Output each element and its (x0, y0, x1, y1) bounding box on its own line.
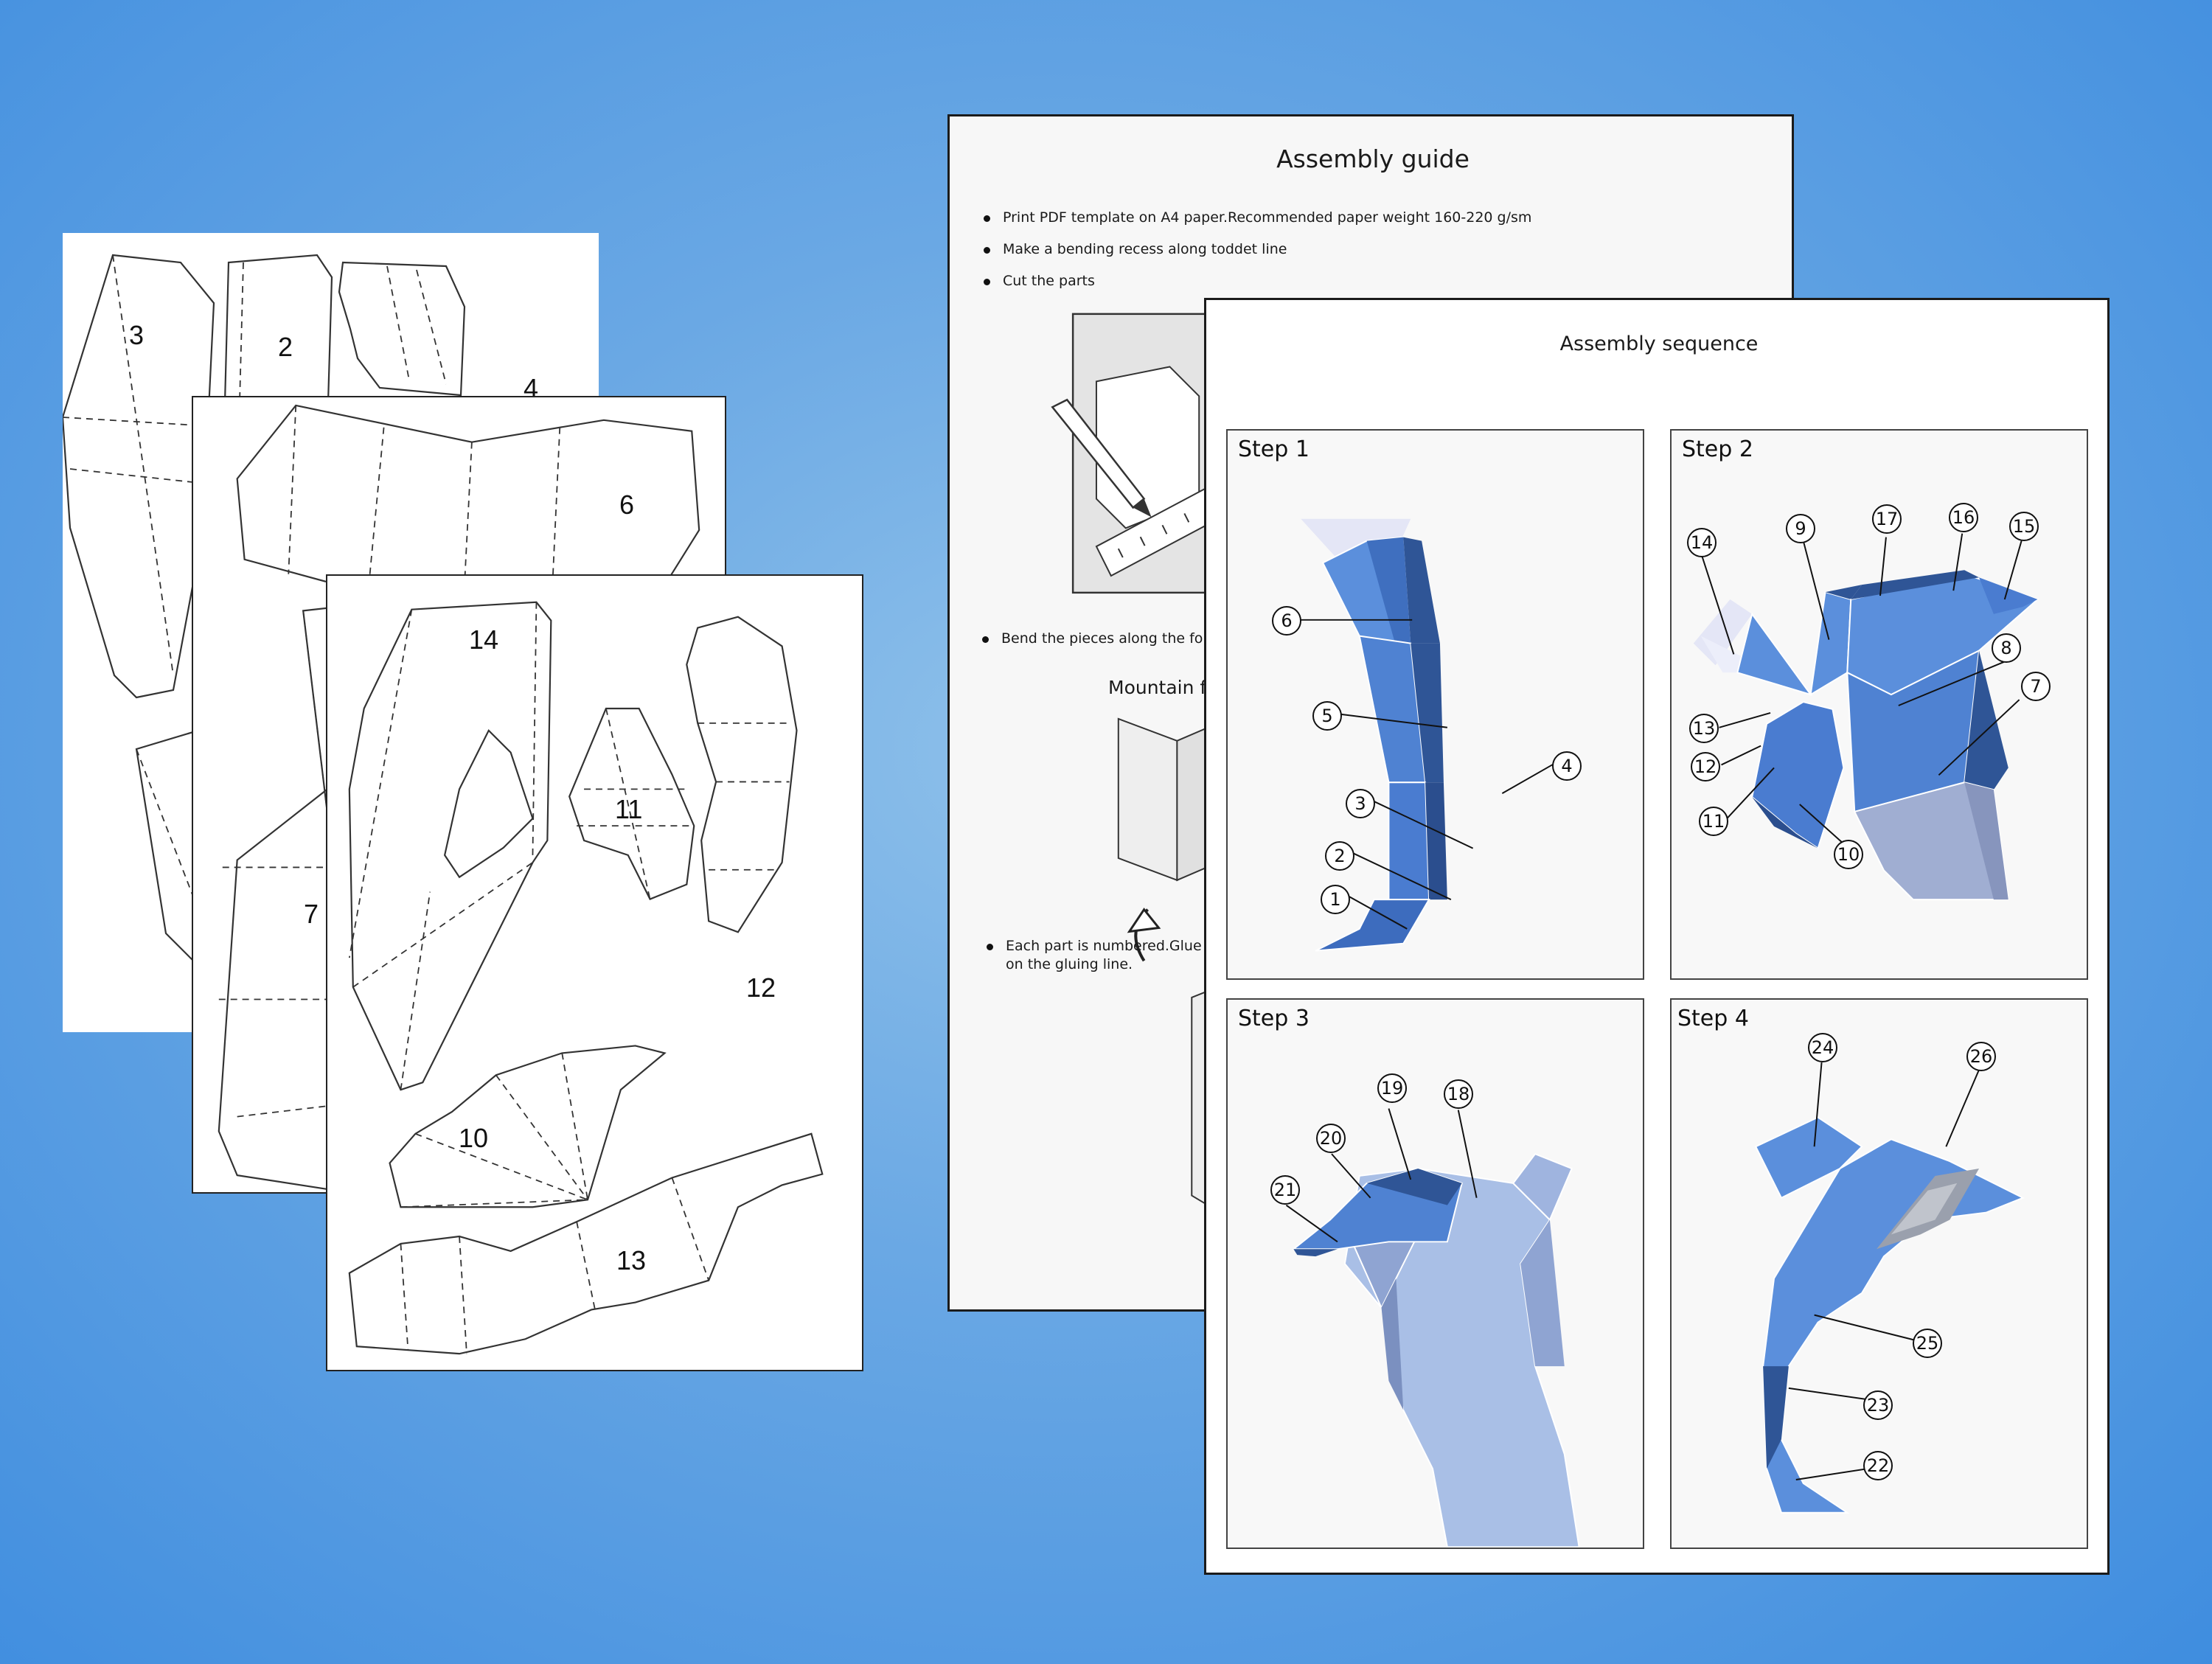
callout-26: 26 (1966, 1042, 1996, 1071)
callout-9: 9 (1786, 514, 1815, 543)
callout-17: 17 (1872, 504, 1902, 534)
assembly-guide-title: Assembly guide (1276, 145, 1470, 173)
callout-18: 18 (1444, 1079, 1473, 1109)
step-2-illustration (1693, 533, 2039, 901)
callout-13: 13 (1689, 714, 1719, 743)
guide-bullet-bend-fold: Bend the pieces along the fold (982, 630, 1216, 647)
callout-5: 5 (1312, 701, 1342, 731)
callout-3: 3 (1346, 789, 1375, 818)
callout-14: 14 (1687, 528, 1717, 557)
guide-bullet-print: Print PDF template on A4 paper.Recommend… (983, 209, 1532, 226)
step-2-panel: Step 2 14 9 17 16 15 8 7 13 12 11 10 (1670, 429, 2088, 980)
part-number-2: 2 (278, 332, 293, 362)
part-number-6: 6 (619, 490, 635, 520)
part-number-10: 10 (459, 1123, 489, 1153)
callout-15: 15 (2009, 512, 2039, 541)
callout-23: 23 (1863, 1390, 1893, 1420)
part-number-13: 13 (616, 1245, 647, 1275)
assembly-sequence-page: Assembly sequence Step 1 6 5 4 3 2 1 (1204, 298, 2110, 1575)
callout-7: 7 (2021, 672, 2051, 701)
template-sheet-c-drawing (348, 601, 824, 1355)
part-number-14: 14 (469, 624, 499, 655)
callout-16: 16 (1949, 503, 1978, 532)
mountain-fold-label: Mountain f (1108, 677, 1207, 698)
part-number-4: 4 (524, 373, 539, 403)
callout-20: 20 (1316, 1124, 1346, 1153)
callout-6: 6 (1272, 606, 1301, 636)
callout-4: 4 (1552, 751, 1582, 781)
step-4-panel: Step 4 24 26 25 23 22 (1670, 998, 2088, 1549)
callout-2: 2 (1325, 841, 1354, 871)
step-4-label: Step 4 (1677, 1006, 1749, 1031)
step-1-label: Step 1 (1238, 436, 1310, 462)
part-number-12: 12 (746, 972, 776, 1003)
callout-1: 1 (1321, 885, 1350, 914)
template-sheet-c: 14 11 12 10 13 (326, 574, 863, 1371)
part-number-11: 11 (615, 794, 643, 824)
step-1-illustration (1301, 518, 1554, 952)
callout-25: 25 (1913, 1329, 1942, 1358)
callout-11: 11 (1699, 807, 1728, 836)
guide-note-gluing-line: on the gluing line. (1006, 956, 1133, 972)
step-4-illustration (1754, 1062, 2025, 1514)
callout-8: 8 (1992, 633, 2021, 663)
callout-22: 22 (1863, 1451, 1893, 1480)
part-number-7: 7 (304, 899, 319, 929)
callout-12: 12 (1691, 752, 1720, 781)
callout-21: 21 (1270, 1175, 1300, 1205)
step-3-panel: Step 3 19 18 20 21 (1226, 998, 1644, 1549)
guide-bullet-bend-recess: Make a bending recess along toddet line (983, 241, 1287, 257)
callout-24: 24 (1808, 1033, 1837, 1062)
step-2-label: Step 2 (1682, 436, 1753, 462)
step-1-panel: Step 1 6 5 4 3 2 1 (1226, 429, 1644, 980)
guide-bullet-cut: Cut the parts (984, 273, 1095, 289)
guide-bullet-numbered: Each part is numbered.Glue th (986, 938, 1221, 954)
part-number-3: 3 (129, 320, 145, 350)
callout-10: 10 (1834, 840, 1863, 869)
step-3-illustration (1285, 1108, 1580, 1548)
pen-icon (1051, 398, 1152, 518)
callout-19: 19 (1377, 1073, 1407, 1103)
step-3-label: Step 3 (1238, 1006, 1310, 1031)
assembly-sequence-title: Assembly sequence (1559, 333, 1759, 355)
